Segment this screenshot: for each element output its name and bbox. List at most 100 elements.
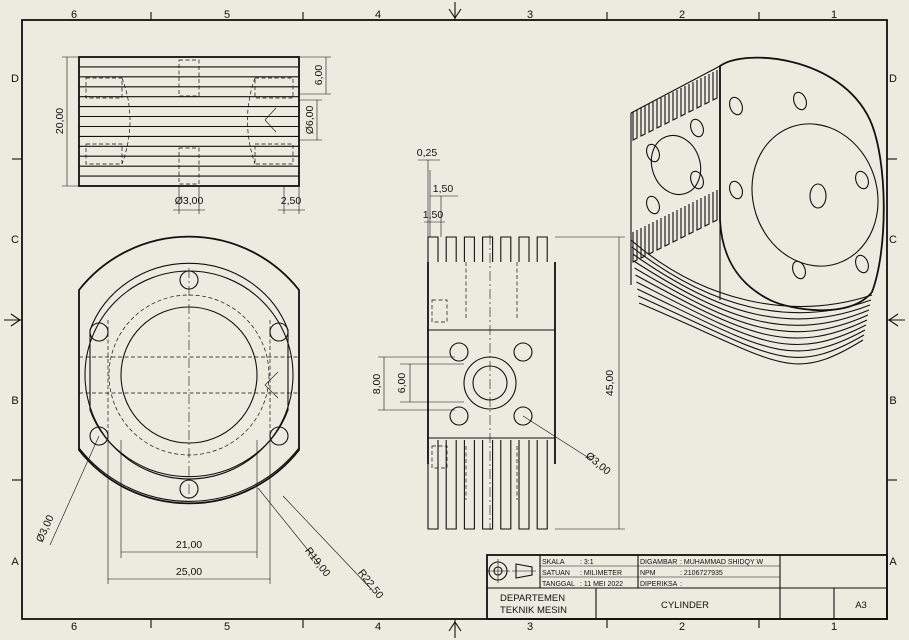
col-label: 5 [224, 9, 230, 21]
col-label: 4 [375, 621, 381, 633]
row-label: B [11, 395, 18, 407]
tb-tanggal-label: TANGGAL [542, 581, 575, 588]
tb-sheet-size: A3 [855, 600, 867, 611]
iso-view-fins [630, 70, 873, 365]
iso-fin-edge [630, 239, 873, 307]
side-fin-bottom [445, 440, 457, 530]
col-label: 6 [71, 621, 77, 633]
dim-top-bottom-gap: 2,50 [281, 195, 302, 207]
dim-front-inner-width: 21,00 [176, 539, 202, 551]
dim-front-hole-dia: Ø3,00 [34, 513, 57, 544]
dim-side-fin-b: 1,50 [423, 209, 444, 221]
iso-fin-tooth [648, 102, 654, 133]
tb-dept-line2: TEKNIK MESIN [500, 605, 567, 616]
dim-front-radius-outer: R22,50 [355, 567, 385, 601]
row-labels-left: D C B A [11, 73, 19, 568]
side-fin-top [427, 236, 439, 262]
iso-fin-edge [631, 246, 872, 314]
col-label: 3 [527, 621, 533, 633]
iso-fin-tooth [640, 106, 646, 137]
side-fin-bottom [482, 440, 494, 530]
col-label: 5 [224, 621, 230, 633]
iso-fin-tooth [632, 230, 638, 263]
col-label: 6 [71, 9, 77, 21]
iso-fin-tooth [680, 86, 686, 117]
row-label: A [11, 556, 19, 568]
tb-diperiksa-label: DIPERIKSA [640, 581, 678, 588]
tb-satuan-value: : MILIMETER [580, 570, 622, 577]
iso-fin-tooth [688, 82, 694, 113]
iso-fin-tooth [640, 226, 646, 259]
side-fin-bottom [500, 440, 512, 530]
iso-fin-edge [637, 295, 865, 358]
iso-fin-edge [634, 267, 869, 333]
iso-fin-edge [635, 274, 868, 339]
iso-fin-tooth [648, 222, 654, 255]
dim-side-thin: 0,25 [417, 147, 438, 159]
tb-diperiksa-value: : [680, 581, 682, 588]
col-label: 2 [679, 621, 685, 633]
dim-top-height: 20,00 [54, 108, 66, 134]
col-label: 1 [831, 621, 837, 633]
tb-digambar-label: DIGAMBAR [640, 559, 677, 566]
iso-fin-tooth [704, 194, 710, 227]
tb-npm-label: NPM [640, 570, 656, 577]
zone-ticks [12, 12, 897, 628]
side-fin-bottom [427, 440, 439, 530]
side-fin-top [445, 236, 457, 262]
iso-fin-tooth [688, 202, 694, 235]
iso-fin-tooth [712, 190, 718, 223]
tb-drawing-title: CYLINDER [661, 600, 709, 611]
tb-digambar-value: : MUHAMMAD SHIDQY W [680, 559, 763, 566]
iso-fin-tooth [704, 74, 710, 105]
iso-fin-edge [638, 302, 864, 365]
col-label: 4 [375, 9, 381, 21]
iso-fin-tooth [712, 70, 718, 101]
iso-fin-tooth [664, 94, 670, 125]
side-fin-top [500, 236, 512, 262]
projection-symbol [486, 559, 536, 583]
col-label: 3 [527, 9, 533, 21]
iso-fin-tooth [696, 198, 702, 231]
tb-tanggal-value: : 11 MEI 2022 [580, 581, 623, 588]
row-label: D [889, 73, 897, 85]
dim-top-bottom-dia: Ø3,00 [175, 195, 204, 207]
side-fin-bottom [463, 440, 475, 530]
tb-dept-line1: DEPARTEMEN [500, 593, 565, 604]
front-view: 21,00 25,00 Ø3,00 R19,00 R22,50 [34, 235, 386, 601]
side-fin-top [482, 236, 494, 262]
col-label: 2 [679, 9, 685, 21]
iso-fin-tooth [680, 206, 686, 239]
dim-side-span6: 6,00 [396, 373, 408, 394]
side-view-fins [427, 236, 548, 530]
iso-fin-edge [636, 281, 867, 346]
row-labels-right: D C B A [889, 73, 897, 568]
isometric-view [630, 56, 885, 365]
side-fin-top [518, 236, 530, 262]
top-view: 20,00 6,00 Ø6,00 Ø3,00 2,50 [54, 56, 331, 214]
dim-side-total-height: 45,00 [604, 370, 616, 396]
col-label: 1 [831, 9, 837, 21]
iso-fin-tooth [696, 78, 702, 109]
iso-fin-tooth [672, 210, 678, 243]
row-label: B [889, 395, 896, 407]
centering-marks [4, 2, 905, 638]
column-labels-bottom: 6 5 4 3 2 1 [71, 621, 837, 633]
side-fin-top [536, 236, 548, 262]
row-label: D [11, 73, 19, 85]
side-fin-top [463, 236, 475, 262]
side-view: 0,25 1,50 1,50 8,00 6,00 45,00 Ø3,00 [371, 147, 625, 530]
dim-top-fin-pitch: 6,00 [313, 65, 325, 86]
dim-side-fin-a: 1,50 [433, 183, 454, 195]
tb-npm-value: : 2106727935 [680, 570, 723, 577]
title-block: SKALA : 3:1 SATUAN : MILIMETER TANGGAL :… [486, 554, 888, 620]
dim-front-radius-inner: R19,00 [302, 545, 332, 579]
iso-fin-tooth [664, 214, 670, 247]
dim-side-hole-dia: Ø3,00 [583, 450, 613, 478]
iso-fin-tooth [656, 98, 662, 129]
iso-fin-edge [632, 253, 871, 320]
tb-skala-label: SKALA [542, 559, 565, 566]
side-fin-bottom [518, 440, 530, 530]
iso-fin-edge [633, 260, 870, 326]
row-label: A [889, 556, 897, 568]
